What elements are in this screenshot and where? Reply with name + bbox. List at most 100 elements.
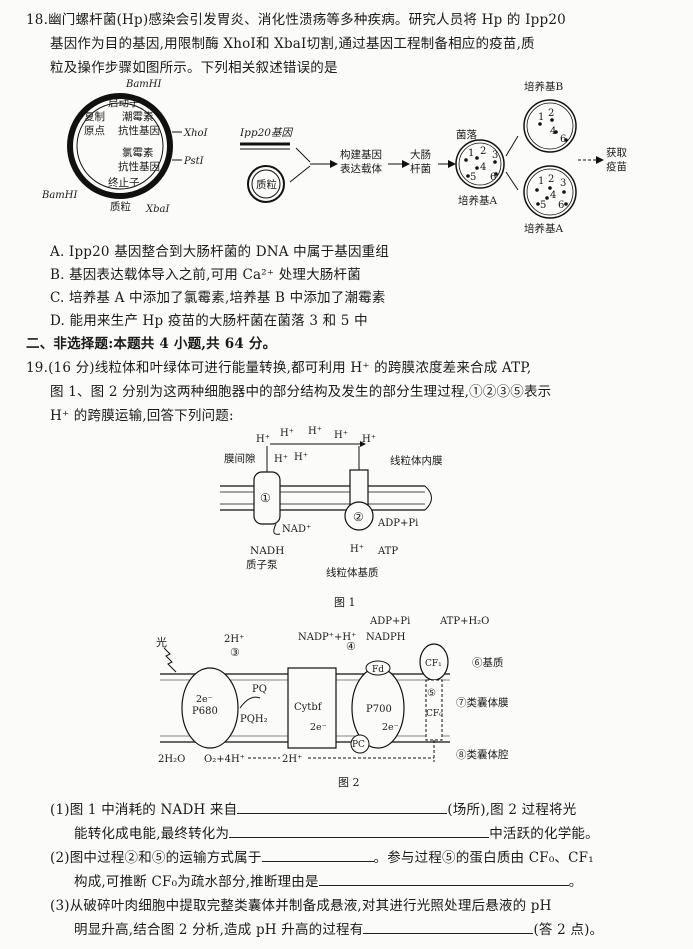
- svg-text:4: 4: [480, 162, 486, 173]
- fig2-c3: ③: [230, 646, 240, 659]
- sub2-d: 。: [568, 874, 583, 890]
- svg-text:1: 1: [538, 176, 544, 187]
- fig1-h-7: H⁺: [294, 452, 308, 463]
- fig2-2h-bottom: 2H⁺: [282, 754, 302, 765]
- plasmid-label: 质粒: [110, 200, 131, 213]
- sub3-a: (3)从破碎叶肉细胞中提取完整类囊体并制备成悬液,对其进行光照处理后悬液的 pH: [50, 898, 552, 914]
- svg-text:5: 5: [470, 172, 476, 183]
- colony-label: 菌落: [456, 129, 477, 141]
- terminator-label: 终止子: [108, 176, 140, 189]
- ipp20-gene-label: Ipp20基因: [239, 127, 293, 139]
- sub2-b: 。参与过程⑤的蛋白质由 CF₀、CF₁: [373, 850, 594, 866]
- plasmid-diagram: BamHⅠ 启动子 复制 原点 潮霉素 抗性基因 氯霉素 抗性基因 终止子 Ba…: [41, 79, 209, 215]
- q19-line3: H⁺ 的跨膜运输,回答下列问题:: [50, 408, 234, 424]
- fig2-c4: ④: [346, 640, 356, 653]
- p700-label: P700: [366, 704, 392, 715]
- xba-label: XbaⅠ: [145, 204, 170, 215]
- bamh1-bottom-label: BamHⅠ: [41, 190, 79, 201]
- intermembrane-label: 膜间隙: [224, 452, 256, 465]
- option-b: B. 基因表达载体导入之前,可用 Ca²⁺ 处理大肠杆菌: [50, 267, 361, 283]
- svg-text:1: 1: [468, 148, 474, 159]
- svg-text:2: 2: [548, 108, 554, 119]
- svg-text:6: 6: [558, 200, 564, 211]
- option-d: D. 能用来生产 Hp 疫苗的大肠杆菌在菌落 3 和 5 中: [50, 313, 368, 329]
- answer-blank-2[interactable]: [229, 826, 490, 838]
- svg-text:4: 4: [550, 126, 556, 137]
- inner-membrane-label: 线粒体内膜: [390, 454, 443, 467]
- lumen-label: ⑧类囊体腔: [456, 748, 509, 761]
- origin-label-2: 原点: [84, 125, 105, 137]
- sub1-b: (场所),图 2 过程将光: [447, 802, 577, 818]
- fig1-h-3: H⁺: [308, 426, 322, 437]
- nadh-label: NADH: [250, 545, 284, 557]
- medium-a-label: 培养基A: [458, 194, 497, 207]
- fig2-nadp: NADP⁺+H⁺: [298, 632, 356, 643]
- fig2-2h-top: 2H⁺: [224, 634, 244, 645]
- proton-pump-label: 质子泵: [246, 559, 278, 571]
- answer-blank-1[interactable]: [237, 802, 448, 814]
- promoter-label: 启动子: [108, 96, 140, 109]
- svg-text:3: 3: [492, 150, 498, 161]
- svg-text:2: 2: [480, 146, 486, 157]
- figure-2-chloroplast: 光 2H⁺ ③ NADP⁺+H⁺ ④ NADPH ADP+Pi ATP+H₂O …: [156, 616, 509, 789]
- q18-figure: BamHⅠ 启动子 复制 原点 潮霉素 抗性基因 氯霉素 抗性基因 终止子 Ba…: [41, 79, 627, 235]
- sub2-a: (2)图中过程②和⑤的运输方式属于: [50, 850, 262, 866]
- fig2-e-1: 2e⁻: [196, 694, 213, 705]
- matrix-label: 线粒体基质: [326, 566, 379, 579]
- obtain-label-1: 获取: [606, 147, 627, 159]
- step2-label-1: 大肠: [410, 148, 431, 161]
- neomycin-label-2: 抗性基因: [118, 124, 160, 137]
- fig2-c5: ⑤: [427, 688, 436, 699]
- sub1-a: (1)图 1 中消耗的 NADH 来自: [50, 802, 238, 818]
- svg-text:3: 3: [560, 178, 566, 189]
- o2-label: O₂+4H⁺: [204, 754, 245, 765]
- svg-text:6: 6: [490, 172, 496, 183]
- step1-label-2: 表达载体: [340, 162, 382, 175]
- thylakoid-membrane-label: ⑦类囊体膜: [456, 696, 509, 709]
- dish-a2: [523, 165, 577, 219]
- neomycin-label-1: 潮霉素: [122, 110, 154, 123]
- answer-blank-5[interactable]: [363, 922, 534, 934]
- pc-label: PC: [352, 740, 365, 750]
- svg-text:2: 2: [548, 174, 554, 185]
- step1-label-1: 构建基因: [340, 148, 382, 161]
- fig2-e-3: 2e⁻: [382, 722, 399, 733]
- light-label: 光: [156, 635, 167, 649]
- sub2-c: 构成,可推断 CF₀为疏水部分,推断理由是: [74, 874, 319, 890]
- q19-line2: 图 1、图 2 分别为这两种细胞器中的部分结构及发生的部分生理过程,①②③⑤表示: [50, 384, 552, 400]
- sub3-b: 明显升高,结合图 2 分析,造成 pH 升高的过程有: [74, 922, 364, 938]
- dish-b: [523, 99, 577, 153]
- pqh2-label: PQH₂: [240, 714, 268, 725]
- fig2-e-2: 2e⁻: [310, 722, 327, 733]
- nad-label: NAD⁺: [282, 524, 311, 535]
- svg-text:4: 4: [550, 190, 556, 201]
- cf0-label: CF₀: [426, 709, 443, 719]
- fig1-h-2: H⁺: [280, 428, 294, 439]
- step2-label-2: 杆菌: [410, 162, 431, 175]
- fig1-title: 图 1: [334, 596, 356, 609]
- fig1-circle2: ②: [353, 510, 364, 524]
- fig1-h-8: H⁺: [350, 544, 364, 555]
- fig2-atp: ATP+H₂O: [439, 616, 489, 627]
- stroma-label: ⑥基质: [472, 656, 504, 669]
- answer-blank-4[interactable]: [318, 874, 569, 886]
- cf1-label: CF₁: [425, 659, 442, 669]
- fig1-circle1: ①: [260, 491, 271, 505]
- fd-label: Fd: [372, 665, 384, 675]
- h2o-label: 2H₂O: [158, 754, 185, 765]
- fig1-h-1: H⁺: [256, 434, 270, 445]
- svg-text:1: 1: [538, 112, 544, 123]
- chloramphenicol-label-2: 抗性基因: [118, 160, 160, 173]
- svg-text:6: 6: [560, 134, 566, 145]
- sub3-c: (答 2 点)。: [533, 922, 604, 938]
- q18-line1: 18.幽门螺杆菌(Hp)感染会引发胃炎、消化性溃疡等多种疾病。研究人员将 Hp …: [26, 12, 566, 28]
- dish-a: [455, 139, 505, 189]
- p680-label: P680: [192, 706, 218, 717]
- figure-1-mitochondria: H⁺ H⁺ H⁺ H⁺ H⁺ 膜间隙 H⁺ H⁺ 线粒体内膜 ① ② NAD⁺ …: [220, 426, 443, 609]
- origin-label-1: 复制: [84, 110, 105, 123]
- fig1-atp-label: ATP: [377, 546, 398, 557]
- answer-blank-3[interactable]: [261, 850, 374, 862]
- obtain-label-2: 疫苗: [606, 160, 627, 173]
- q19-line1: 19.(16 分)线粒体和叶绿体可进行能量转换,都可利用 H⁺ 的跨膜浓度差来合…: [26, 360, 532, 376]
- q18-line2: 基因作为目的基因,用限制酶 XhoⅠ和 XbaⅠ切割,通过基因工程制备相应的疫苗…: [50, 36, 535, 52]
